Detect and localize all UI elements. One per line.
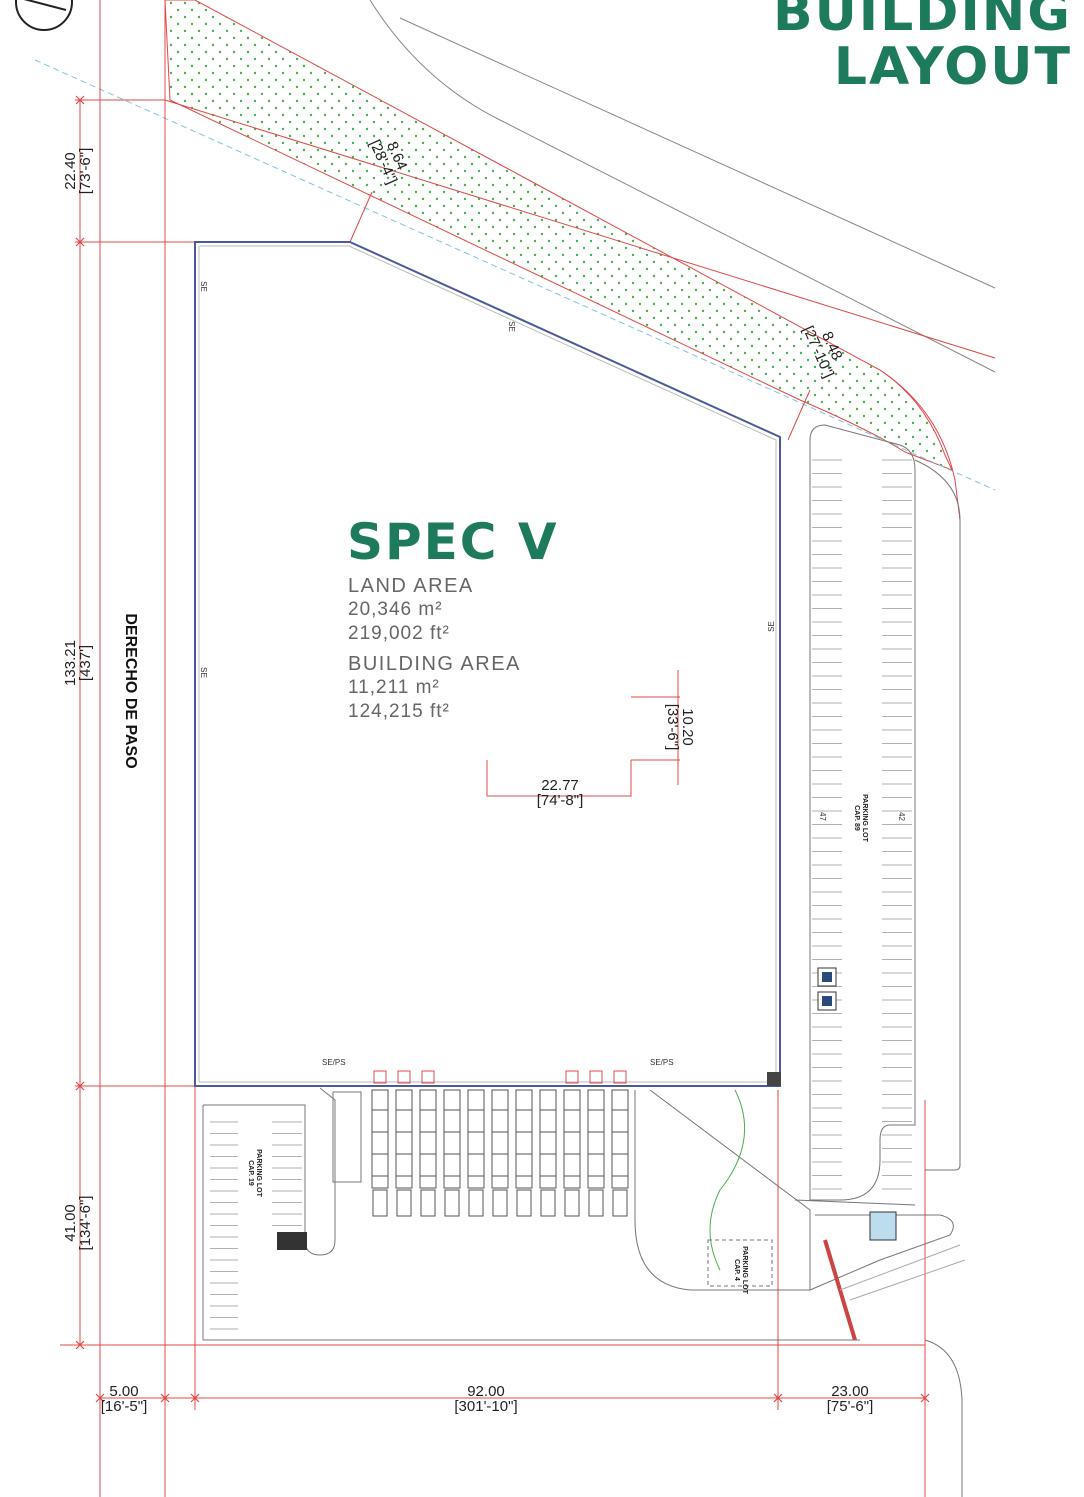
dimension-ticks	[75, 95, 930, 1403]
dim-value: 22.40	[62, 152, 79, 190]
building-footprint	[194, 241, 781, 1087]
dim-value: 133.21	[62, 640, 79, 686]
se-label: SE	[766, 621, 776, 632]
dim-left-mid: 133.21 [437']	[62, 623, 94, 703]
parking-capacity: CAP. 4	[733, 1259, 740, 1281]
dock-door	[443, 1089, 461, 1189]
land-area-block: LAND AREA 20,346 m² 219,002 ft²	[348, 574, 474, 646]
dim-value-ft: [74'-8"]	[536, 792, 584, 809]
dim-value: 22.77	[541, 777, 579, 794]
title-line-2: LAYOUT	[833, 37, 1072, 97]
road-label: DERECHO DE PASO	[122, 613, 139, 769]
dim-value: 41.00	[62, 1204, 79, 1242]
building-inner-outline	[198, 245, 777, 1083]
south-parking-label: PARKING LOT CAP. 4	[732, 1240, 748, 1300]
building-area-label: BUILDING AREA	[348, 653, 521, 675]
dim-value-ft: [16'-5"]	[100, 1398, 148, 1415]
dock-door	[491, 1089, 509, 1189]
dim-bottom-right: 23.00 [75'-6"]	[810, 1384, 890, 1414]
truck-icon	[612, 1189, 628, 1217]
dim-value: 10.20	[679, 708, 696, 746]
dock-marker	[421, 1070, 435, 1084]
dock-door	[371, 1089, 389, 1189]
truck-icon	[588, 1189, 604, 1217]
parking-label-text: PARKING LOT	[741, 1246, 748, 1294]
dim-bottom-mid: 92.00 [301'-10"]	[436, 1384, 536, 1414]
east-parking-count-left: 47	[817, 812, 827, 821]
dock-door	[539, 1089, 557, 1189]
west-parking-lot	[202, 1087, 860, 1341]
building-area-block: BUILDING AREA 11,211 m² 124,215 ft²	[348, 652, 521, 724]
spec-name: SPEC V	[347, 513, 559, 571]
truck-icon	[444, 1189, 460, 1217]
se-label: SE	[506, 321, 516, 332]
truck-icon	[564, 1189, 580, 1217]
truck-icon	[396, 1189, 412, 1217]
dock-marker	[397, 1070, 411, 1084]
east-parking-lot	[794, 424, 961, 1206]
parking-capacity: CAP. 89	[853, 805, 860, 831]
dim-value: 23.00	[831, 1383, 869, 1400]
dim-column-y: 10.20 [33'-6"]	[664, 687, 696, 767]
dock-marker	[373, 1070, 387, 1084]
parking-capacity: CAP. 19	[247, 1160, 254, 1186]
se-label: SE	[198, 281, 208, 292]
dim-value-ft: [73'-6"]	[77, 147, 94, 195]
land-area-ft2: 219,002 ft²	[348, 623, 450, 644]
truck-icon	[492, 1189, 508, 1217]
dock-door	[419, 1089, 437, 1189]
land-area-m2: 20,346 m²	[348, 599, 443, 620]
seps-label: SE/PS	[650, 1058, 674, 1067]
dim-bottom-left: 5.00 [16'-5"]	[84, 1384, 164, 1414]
truck-icon	[372, 1189, 388, 1217]
loading-docks	[371, 1070, 629, 1217]
se-label: SE	[198, 667, 208, 678]
south-yard	[634, 1089, 966, 1497]
dock-door	[467, 1089, 485, 1189]
truck-icon	[468, 1189, 484, 1217]
dock-door	[563, 1089, 581, 1189]
building-area-m2: 11,211 m²	[348, 677, 440, 698]
truck-icon	[540, 1189, 556, 1217]
dim-value-ft: [437']	[77, 644, 94, 682]
north-arrow-icon	[15, 0, 73, 31]
truck-icon	[516, 1189, 532, 1217]
west-parking-label: PARKING LOT CAP. 19	[246, 1143, 262, 1203]
land-area-label: LAND AREA	[348, 575, 474, 597]
dock-marker	[565, 1070, 579, 1084]
dim-left-top: 22.40 [73'-6"]	[62, 131, 94, 211]
parking-label-text: PARKING LOT	[255, 1149, 262, 1197]
dim-value: 92.00	[467, 1383, 505, 1400]
dim-column-x: 22.77 [74'-8"]	[520, 778, 600, 808]
property-lines	[60, 0, 996, 1497]
street-line	[369, 0, 996, 373]
east-parking-label: PARKING LOT CAP. 89	[852, 788, 868, 848]
truck-icon	[420, 1189, 436, 1217]
dim-value-ft: [75'-6"]	[826, 1398, 874, 1415]
setback-line	[34, 59, 996, 491]
dock-door	[395, 1089, 413, 1189]
parking-stalls	[812, 459, 912, 1190]
dim-left-bottom: 41.00 [134'-6"]	[62, 1183, 94, 1263]
dim-value-ft: [301'-10"]	[454, 1398, 518, 1415]
title-line-1: BUILDING	[772, 0, 1072, 43]
building-area-ft2: 124,215 ft²	[348, 701, 450, 722]
dock-marker	[589, 1070, 603, 1084]
parking-label-text: PARKING LOT	[861, 794, 868, 842]
dim-value-ft: [33'-6"]	[664, 703, 681, 751]
dock-door	[515, 1089, 533, 1189]
dim-value: 5.00	[109, 1383, 139, 1400]
seps-label: SE/PS	[322, 1058, 346, 1067]
dock-marker	[613, 1070, 627, 1084]
parking-stalls	[210, 1121, 302, 1330]
dock-door	[587, 1089, 605, 1189]
dock-door	[611, 1089, 629, 1189]
guard-house	[767, 967, 897, 1241]
dim-value-ft: [134'-6"]	[77, 1195, 94, 1251]
page-title: BUILDING LAYOUT	[773, 0, 1072, 94]
east-parking-count-right: 42	[896, 812, 906, 821]
column-dimension	[486, 670, 680, 797]
street-line	[399, 17, 996, 289]
